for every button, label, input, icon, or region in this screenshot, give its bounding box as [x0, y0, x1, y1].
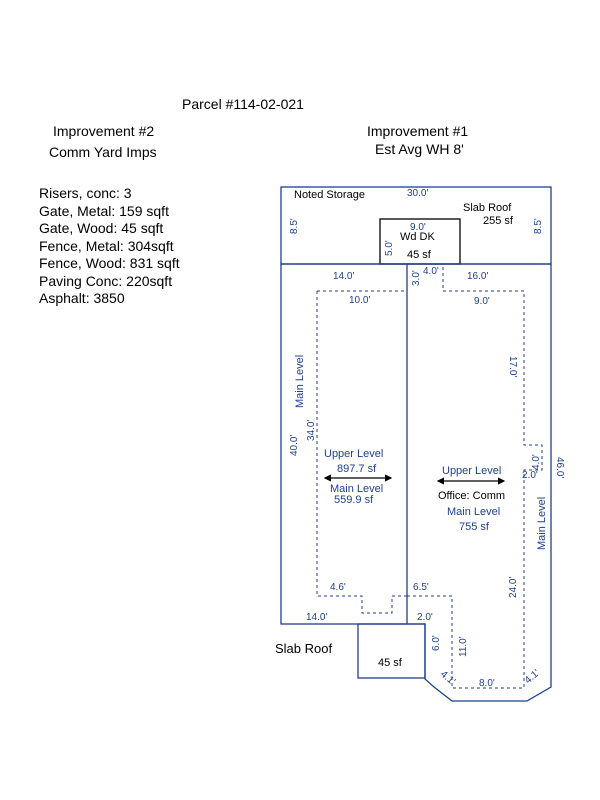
- yard-items-list: Risers, conc: 3 Gate, Metal: 159 sqft Ga…: [39, 185, 180, 308]
- left-upper-outline: [316, 291, 407, 614]
- right-main-label: Main Level: [447, 506, 500, 518]
- dim-label: 40.0': [289, 435, 300, 456]
- dim-label: 5.0': [384, 240, 395, 256]
- slab-roof-top-label: Slab Roof: [463, 202, 512, 214]
- dim-label: 2.0': [417, 612, 433, 623]
- dim-label: 11.0': [458, 636, 469, 657]
- improvement-1-subtitle: Est Avg WH 8': [375, 141, 464, 157]
- dim-label: 14.0': [306, 612, 327, 623]
- list-item: Gate, Metal: 159 sqft: [39, 202, 169, 219]
- dim-label: 9.0': [474, 296, 490, 307]
- list-item: Risers, conc: 3: [39, 185, 132, 201]
- list-item: Fence, Wood: 831 sqft: [39, 255, 180, 271]
- wd-dk-area: 45 sf: [407, 249, 432, 261]
- dim-label: 3.0': [411, 270, 422, 286]
- slab-roof-bottom-label: Slab Roof: [275, 641, 332, 656]
- slab-roof-bottom-area: 45 sf: [378, 657, 403, 669]
- dim-label: 8.5': [533, 218, 544, 234]
- left-main-label: Main Level: [330, 483, 383, 495]
- dim-label: 8.0': [479, 678, 495, 689]
- improvement-2-title: Improvement #2: [53, 123, 155, 139]
- list-item: Fence, Metal: 304sqft: [39, 237, 174, 254]
- left-main-area: 559.9 sf: [334, 494, 374, 506]
- dim-label: 4.0': [531, 454, 542, 470]
- main-level-right-side: Main Level: [536, 497, 548, 550]
- left-upper-area: 897.7 sf: [337, 463, 377, 475]
- dim-label: 46.0': [554, 457, 565, 478]
- dim-label: 4.1': [523, 668, 542, 687]
- dim-label: 30.0': [407, 188, 428, 199]
- dim-label: 4.1': [438, 669, 457, 688]
- dim-label: 2.0': [522, 470, 538, 481]
- main-level-left-side: Main Level: [294, 355, 306, 408]
- dim-label: 16.0': [467, 271, 488, 282]
- wd-dk-label: Wd DK: [400, 231, 436, 243]
- left-block-outline: [280, 263, 408, 625]
- dim-label: 8.5': [289, 218, 300, 234]
- left-upper-label: Upper Level: [324, 448, 383, 460]
- noted-storage-label: Noted Storage: [294, 189, 365, 201]
- improvement-1-title: Improvement #1: [367, 123, 469, 139]
- dim-label: 6.5': [413, 582, 429, 593]
- list-item: Asphalt: 3850: [39, 290, 125, 306]
- dim-label: 9.0': [410, 222, 426, 233]
- right-upper-outline: [407, 264, 543, 689]
- dim-label: 17.0': [507, 356, 518, 377]
- improvement-2-subtitle: Comm Yard Imps: [49, 144, 157, 160]
- dim-label: 6.0': [431, 635, 442, 651]
- dim-label: 4.6': [330, 582, 346, 593]
- slab-roof-bottom-outline: [357, 623, 426, 679]
- list-item: Gate, Wood: 45 sqft: [39, 220, 164, 236]
- dim-label: 24.0': [508, 577, 519, 598]
- office-label: Office: Comm: [438, 490, 505, 502]
- right-block-outline: [407, 263, 552, 702]
- dim-label: 34.0': [306, 420, 317, 441]
- right-upper-label: Upper Level: [442, 465, 501, 477]
- dim-label: 10.0': [349, 295, 370, 306]
- parcel-title: Parcel #114-02-021: [182, 96, 304, 112]
- dim-label: 4.0': [423, 266, 439, 277]
- list-item: Paving Conc: 220sqft: [39, 272, 173, 289]
- dim-label: 14.0': [333, 271, 354, 282]
- slab-roof-top-area: 255 sf: [483, 215, 514, 227]
- right-main-area: 755 sf: [459, 521, 490, 533]
